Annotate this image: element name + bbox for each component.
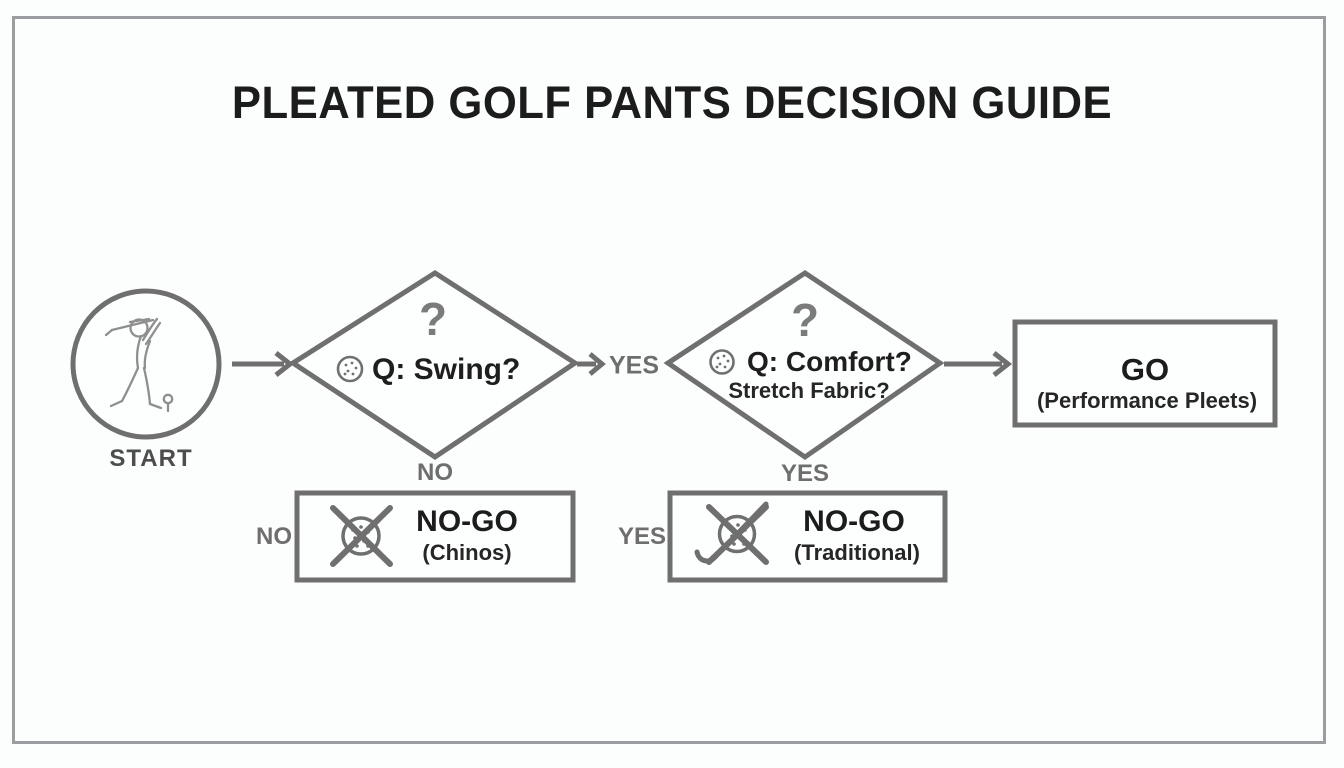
nogo-traditional-label: NO-GO [803,505,905,538]
golf-ball-icon [709,349,735,375]
go-outcome-box [1012,319,1278,428]
golfer-swing-icon [104,317,174,413]
swing-yes-edge-label: YES [608,351,660,380]
nogo-chinos-sublabel: (Chinos) [422,540,512,565]
nogo-chinos-label: NO-GO [416,505,518,538]
go-outcome-label: GO [1120,352,1170,387]
page-title: PLEATED GOLF PANTS DECISION GUIDE [231,77,1113,128]
yes-edge-arrow [577,352,606,376]
comfort-question-mark: ? [790,294,820,346]
comfort-question-sublabel: Stretch Fabric? [728,378,890,403]
nogo-traditional-sublabel: (Traditional) [794,540,920,565]
golf-ball-icon [336,355,364,383]
comfort-yes-branch-label: YES [780,460,830,487]
go-arrow [944,351,1013,377]
swing-question-label: Q: Swing? [372,353,521,386]
go-outcome-sublabel: (Performance Pleets) [1036,388,1258,413]
crossed-golf-ball-icon [330,505,393,567]
decision-swing-diamond [288,270,580,461]
decision-comfort-diamond [663,270,945,461]
nogo-traditional-side-label: YES [617,523,667,550]
start-label: START [109,445,193,472]
start-node-circle [70,288,222,440]
nogo-chinos-side-label: NO [256,523,292,550]
swing-no-branch-label: NO [417,459,453,486]
swing-question-mark: ? [418,293,448,345]
start-arrow [232,351,295,377]
crossed-golf-ball-club-icon [694,501,769,565]
diagram-frame-border [12,16,1326,744]
comfort-question-label: Q: Comfort? [747,346,912,377]
nogo-traditional-box [667,490,948,583]
